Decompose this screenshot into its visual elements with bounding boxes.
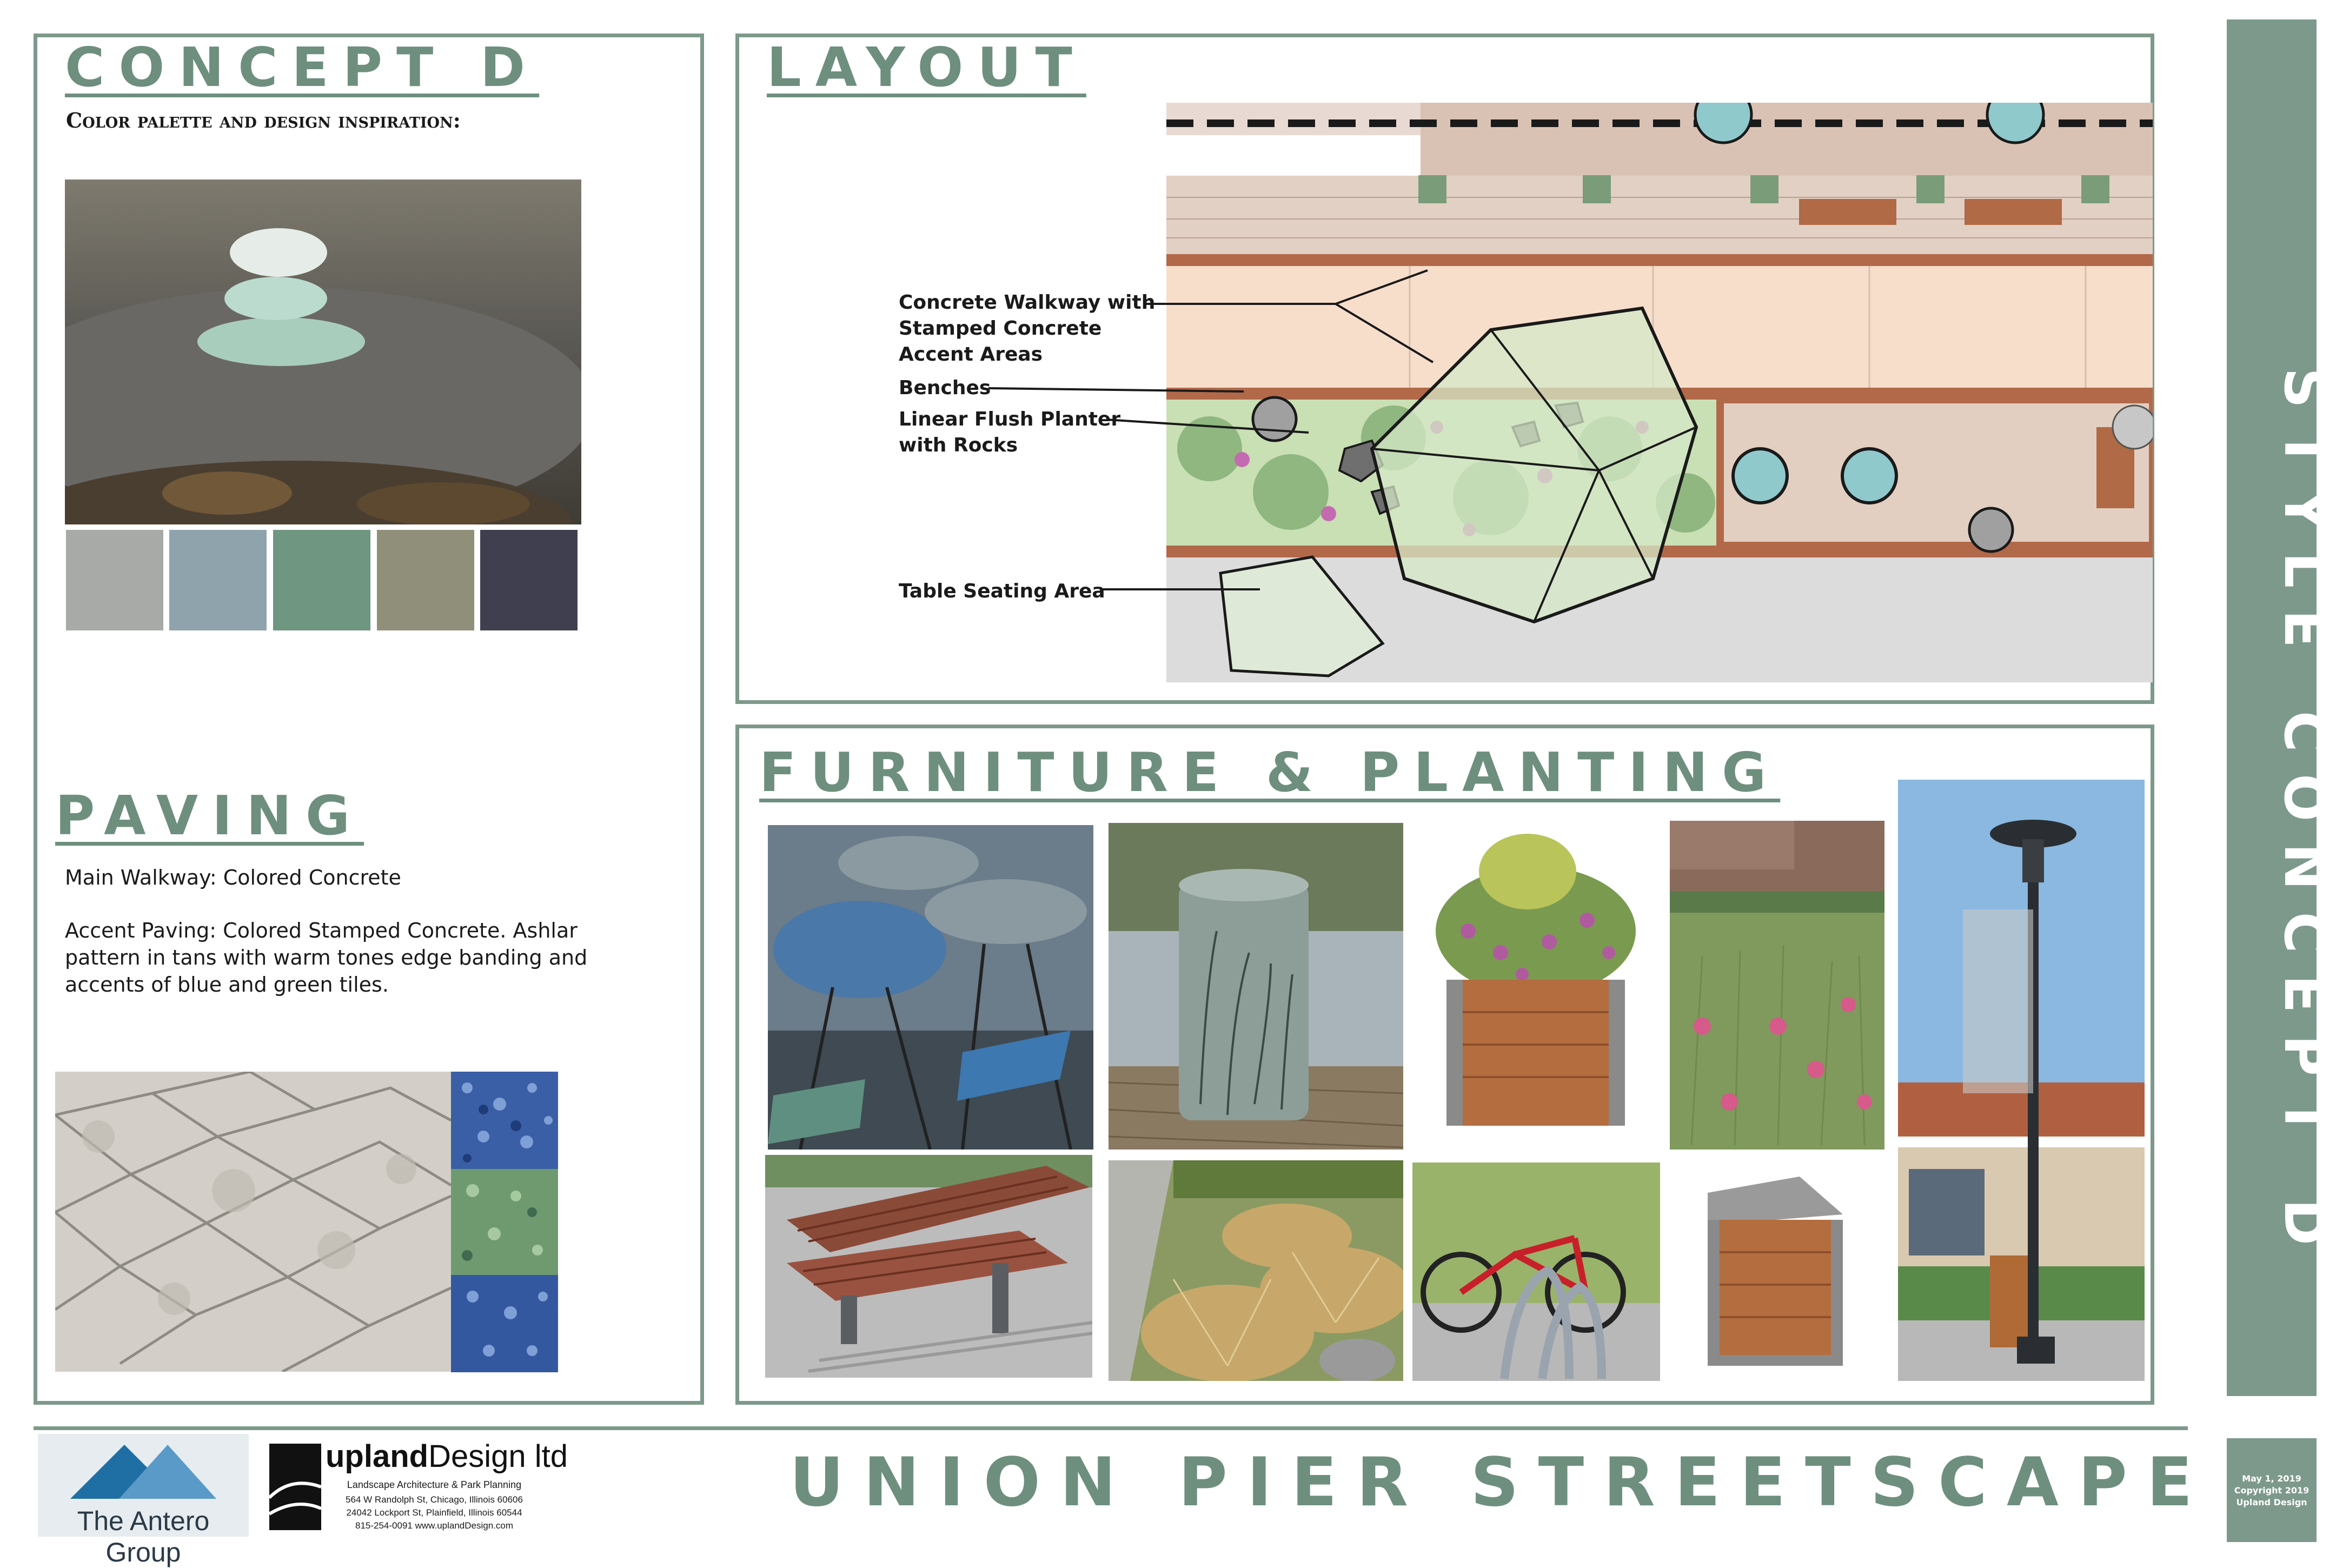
coneflower-planting-photo	[1670, 821, 1884, 1150]
antero-name: The Antero Group	[77, 1506, 210, 1567]
ornamental-grass-photo	[1109, 1160, 1403, 1381]
color-swatch-2	[169, 530, 267, 630]
furniture-panel	[735, 725, 2154, 1405]
callout-table-seating: Table Seating Area	[899, 580, 1105, 602]
concept-title: CONCEPT D	[65, 36, 540, 99]
side-title: STYLE CONCEPT D	[2272, 368, 2336, 1267]
tile-blue-bottom	[451, 1275, 558, 1372]
site-plan-drawing	[1166, 103, 2153, 682]
date-block: May 1, 2019 Copyright 2019 Upland Design	[2227, 1438, 2317, 1542]
upland-name-rest: Design ltd	[428, 1439, 568, 1474]
upland-logo: uplandDesign ltd Landscape Architecture …	[268, 1438, 568, 1534]
antero-mountain-icon	[70, 1445, 216, 1499]
upland-address-1: 564 W Randolph St, Chicago, Illinois 606…	[346, 1494, 523, 1505]
project-title: UNION PIER STREETSCAPE	[789, 1444, 2212, 1522]
company-line: Upland Design	[2236, 1497, 2307, 1507]
layout-title: LAYOUT	[767, 36, 1086, 99]
copyright-line: Copyright 2019	[2234, 1485, 2310, 1496]
furniture-title: FURNITURE & PLANTING	[759, 741, 1781, 804]
stamped-concrete-photo	[55, 1072, 451, 1372]
wood-planter-photo	[1414, 823, 1657, 1147]
tile-blue-top	[451, 1072, 558, 1169]
concept-panel	[34, 34, 704, 1405]
upland-mark-icon	[268, 1444, 322, 1530]
color-swatch-4	[377, 530, 474, 630]
callout-planter: Linear Flush Planter with Rocks	[899, 408, 1121, 456]
sea-glass-photo	[65, 180, 581, 524]
wood-receptacle-photo	[1670, 1160, 1882, 1381]
concept-subtitle: Color palette and design inspiration:	[66, 108, 461, 132]
tile-green-middle	[451, 1169, 558, 1275]
upland-phone-web: 815-254-0091 www.uplandDesign.com	[355, 1520, 513, 1531]
side-title-bar	[2227, 19, 2317, 1396]
paving-accent-description: Accent Paving: Colored Stamped Concrete.…	[65, 919, 588, 996]
callout-walkway: Concrete Walkway with Stamped Concrete A…	[899, 291, 1156, 366]
color-swatch-3	[273, 530, 370, 630]
upland-name-bold: upland	[326, 1439, 429, 1474]
litter-receptacle-photo	[1109, 823, 1403, 1150]
bench-photo	[765, 1155, 1092, 1378]
lamp-post-banner-photo	[1898, 780, 2145, 1381]
antero-logo: The Antero Group	[38, 1434, 249, 1567]
callout-benches: Benches	[899, 377, 991, 399]
color-swatch-5	[480, 530, 578, 630]
bike-rack-photo	[1412, 1162, 1660, 1381]
upland-tagline: Landscape Architecture & Park Planning	[347, 1479, 522, 1490]
paving-main-walkway: Main Walkway: Colored Concrete	[65, 866, 401, 889]
color-swatch-1	[66, 530, 163, 630]
bistro-tables-photo	[768, 825, 1093, 1150]
footer-divider	[34, 1426, 2188, 1430]
upland-address-2: 24042 Lockport St, Plainfield, Illinois …	[346, 1507, 522, 1518]
date-line: May 1, 2019	[2242, 1473, 2301, 1484]
paving-title: PAVING	[55, 784, 364, 847]
